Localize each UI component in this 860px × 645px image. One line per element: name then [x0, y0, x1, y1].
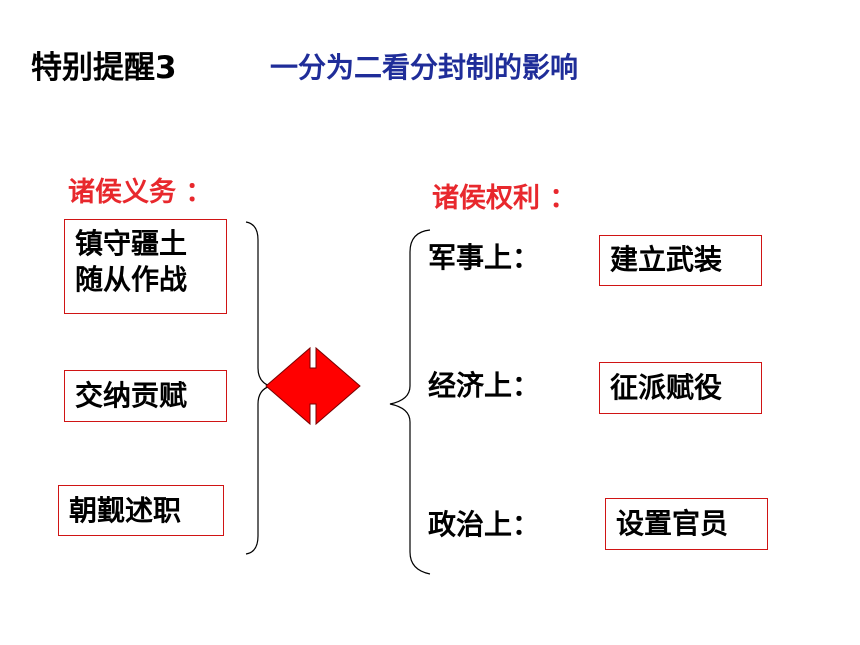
rights-heading: 诸侯权利 ： — [432, 183, 577, 214]
rights-label-economic: 经济上： — [428, 369, 541, 402]
double-arrow-icon — [265, 346, 361, 426]
rights-label-military: 军事上： — [428, 241, 541, 274]
obligation-line: 随从作战 — [75, 263, 188, 296]
right-value: 征派赋役 — [610, 371, 723, 404]
obligation-box-audience: 朝觐述职 — [58, 485, 224, 536]
right-box-economic: 征派赋役 — [599, 362, 762, 414]
left-brace-icon — [389, 229, 431, 575]
right-box-political: 设置官员 — [605, 498, 768, 550]
right-value: 建立武装 — [610, 243, 723, 276]
rights-label-political: 政治上： — [428, 508, 541, 541]
obligations-heading: 诸侯义务 ： — [68, 177, 213, 208]
slide-title: 一分为二看分封制的影响 — [270, 51, 579, 84]
right-value: 设置官员 — [616, 507, 729, 540]
slide-label: 特别提醒3 — [31, 50, 177, 86]
obligation-line: 镇守疆土 — [75, 227, 188, 260]
right-box-military: 建立武装 — [599, 235, 762, 286]
right-brace-icon — [245, 221, 272, 555]
obligation-line: 朝觐述职 — [69, 494, 182, 527]
obligation-line: 交纳贡赋 — [75, 379, 188, 412]
obligation-box-tribute: 交纳贡赋 — [64, 370, 227, 422]
obligation-box-defense: 镇守疆土 随从作战 — [64, 219, 227, 314]
